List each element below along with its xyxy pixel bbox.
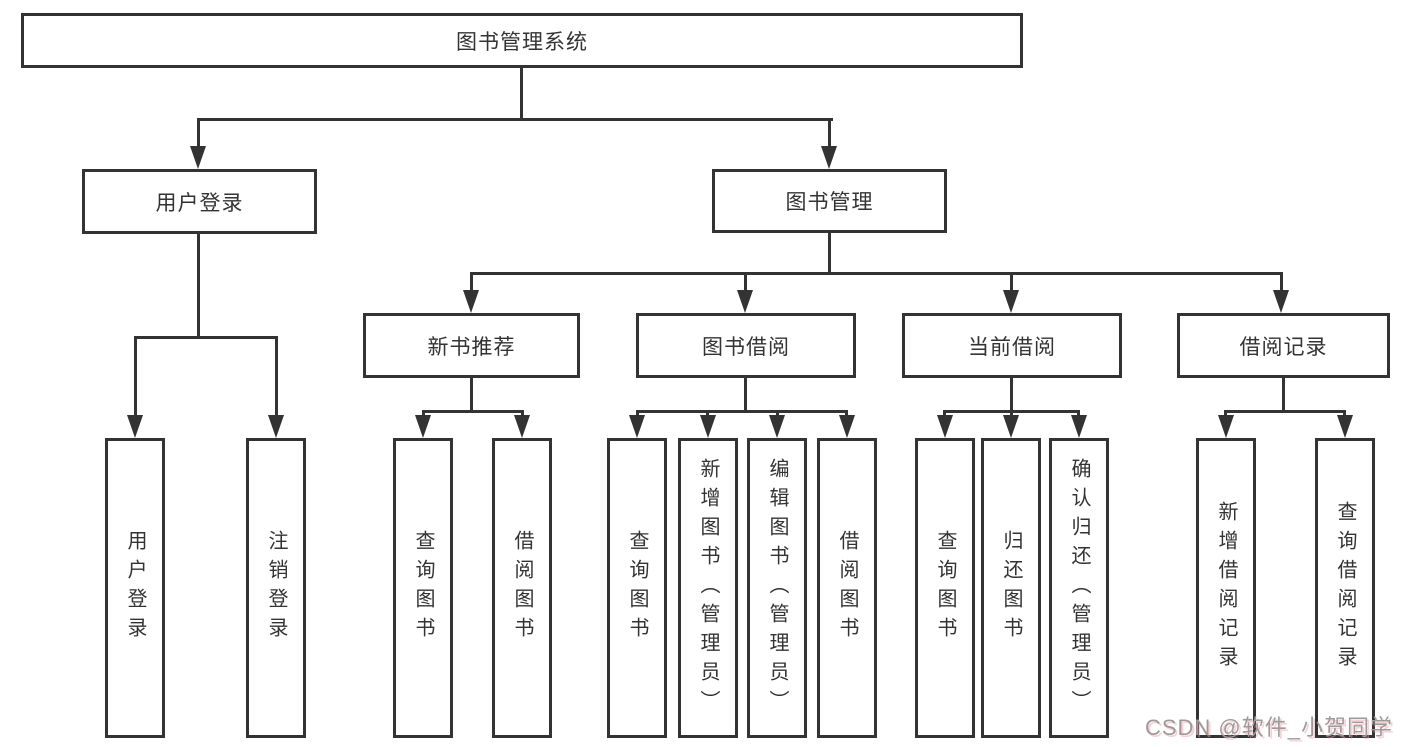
arrow-down-icon (1003, 415, 1019, 438)
node-label: 图书借阅 (702, 335, 790, 359)
connector-line (470, 272, 1283, 275)
node-label: 查询图书 (412, 530, 434, 646)
arrow-down-icon (737, 290, 753, 313)
connector-line (521, 410, 524, 417)
connector-line (134, 336, 278, 339)
leaf-query-books-current: 查询图书 (915, 438, 975, 738)
connector-line (636, 410, 639, 417)
leaf-query-borrow-record: 查询借阅记录 (1315, 438, 1375, 738)
arrow-down-icon (700, 415, 716, 438)
node-label: 用户登录 (124, 530, 146, 646)
connector-line (1343, 410, 1346, 417)
connector-line (470, 272, 473, 292)
connector-line (1010, 410, 1013, 417)
node-label: 新增图书（管理员） (697, 457, 719, 719)
connector-line (275, 336, 278, 417)
leaf-query-books-recommend: 查询图书 (393, 438, 453, 738)
arrow-down-icon (769, 415, 785, 438)
connector-line (943, 410, 946, 417)
arrow-down-icon (1003, 290, 1019, 313)
arrow-down-icon (190, 146, 206, 169)
leaf-user-login: 用户登录 (105, 438, 165, 738)
leaf-query-books-borrow: 查询图书 (607, 438, 667, 738)
node-label: 注销登录 (265, 530, 287, 646)
arrow-down-icon (1218, 415, 1234, 438)
arrow-down-icon (415, 415, 431, 438)
leaf-confirm-return-admin: 确认归还（管理员） (1049, 438, 1109, 738)
connector-line (470, 378, 473, 410)
connector-line (520, 68, 523, 118)
connector-line (134, 336, 137, 417)
node-label: 查询图书 (626, 530, 648, 646)
connector-line (744, 272, 747, 292)
leaf-borrow-books-recommend: 借阅图书 (492, 438, 552, 738)
arrow-down-icon (629, 415, 645, 438)
leaf-add-borrow-record: 新增借阅记录 (1196, 438, 1256, 738)
connector-line (1010, 272, 1013, 292)
connector-line (422, 410, 425, 417)
node-label: 借阅图书 (836, 530, 858, 646)
connector-line (828, 118, 831, 148)
connector-line (845, 410, 848, 417)
connector-line (1280, 272, 1283, 292)
node-label: 用户登录 (155, 191, 244, 215)
arrow-down-icon (268, 415, 284, 438)
connector-line (828, 233, 831, 272)
arrow-down-icon (127, 415, 143, 438)
node-current-borrow: 当前借阅 (902, 313, 1122, 378)
node-book-management: 图书管理 (712, 169, 947, 233)
arrow-down-icon (839, 415, 855, 438)
connector-line (636, 410, 848, 413)
node-new-book-recommend: 新书推荐 (363, 313, 580, 378)
node-label: 当前借阅 (968, 335, 1056, 359)
node-label: 借阅记录 (1239, 335, 1328, 359)
connector-line (1224, 410, 1227, 417)
connector-line (1282, 378, 1285, 410)
arrow-down-icon (1071, 415, 1087, 438)
connector-line (422, 410, 524, 413)
arrow-down-icon (1273, 290, 1289, 313)
connector-line (706, 410, 709, 417)
node-label: 图书管理系统 (456, 30, 588, 54)
node-book-borrow: 图书借阅 (636, 313, 856, 378)
connector-line (197, 118, 200, 148)
node-label: 新书推荐 (427, 335, 516, 359)
connector-line (197, 118, 833, 121)
connector-line (1077, 410, 1080, 417)
node-label: 编辑图书（管理员） (766, 457, 788, 719)
leaf-logout: 注销登录 (246, 438, 306, 738)
connector-line (744, 378, 747, 410)
connector-line (197, 234, 200, 336)
arrow-down-icon (821, 146, 837, 169)
connector-line (1010, 378, 1013, 410)
leaf-add-books-admin: 新增图书（管理员） (678, 438, 738, 738)
leaf-borrow-books: 借阅图书 (817, 438, 877, 738)
leaf-return-books: 归还图书 (981, 438, 1041, 738)
node-user-login: 用户登录 (82, 169, 317, 234)
connector-line (1224, 410, 1346, 413)
node-label: 查询图书 (934, 530, 956, 646)
node-label: 图书管理 (785, 191, 874, 214)
node-borrow-record: 借阅记录 (1177, 313, 1390, 378)
node-label: 查询借阅记录 (1334, 501, 1356, 675)
csdn-watermark: CSDN @软件_小贺同学 (1144, 715, 1393, 740)
node-label: 确认归还（管理员） (1068, 457, 1090, 719)
leaf-edit-books-admin: 编辑图书（管理员） (747, 438, 807, 738)
arrow-down-icon (1337, 415, 1353, 438)
node-label: 归还图书 (1000, 530, 1022, 646)
arrow-down-icon (514, 415, 530, 438)
node-library-system: 图书管理系统 (21, 13, 1023, 68)
node-label: 借阅图书 (511, 530, 533, 646)
arrow-down-icon (937, 415, 953, 438)
connector-line (776, 410, 779, 417)
node-label: 新增借阅记录 (1215, 501, 1237, 675)
arrow-down-icon (463, 290, 479, 313)
